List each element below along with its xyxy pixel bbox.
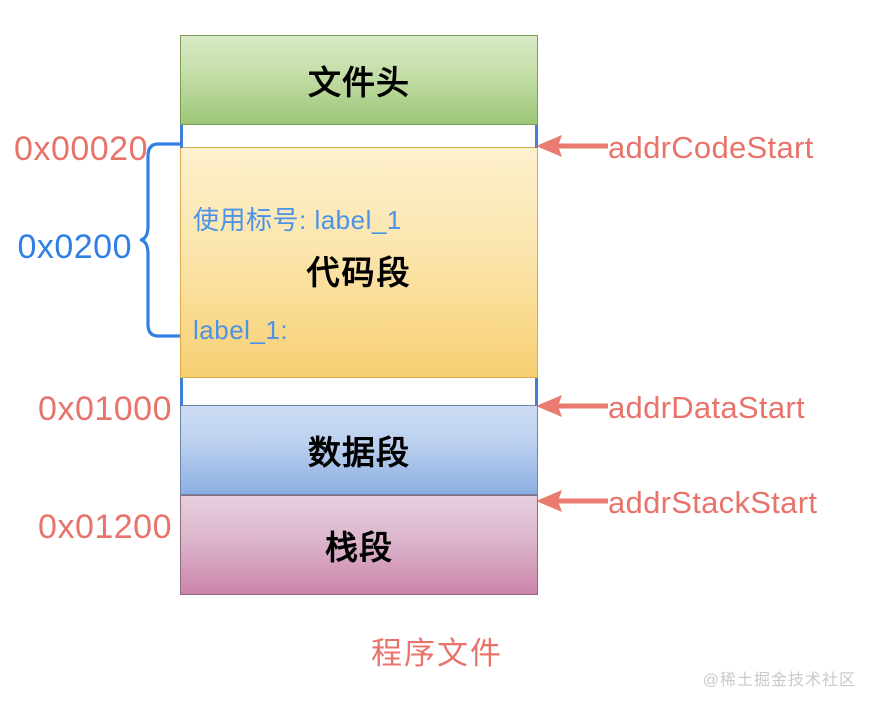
segment-label-code: 代码段 (306, 254, 412, 291)
address-label-code-start: 0x00020 (14, 130, 148, 168)
code-segment-brace-icon (140, 142, 182, 338)
boundary-tick-data-right (535, 378, 538, 406)
segment-label-file-header: 文件头 (308, 64, 410, 101)
segment-box-data: 数据段 (180, 405, 538, 495)
boundary-tick-code-right (535, 125, 538, 148)
pointer-label-addr-code-start: addrCodeStart (608, 130, 814, 165)
arrow-stack-start-icon (536, 490, 608, 512)
arrow-data-start-icon (536, 395, 608, 417)
address-label-data-start: 0x01000 (38, 390, 172, 428)
pointer-label-addr-stack-start: addrStackStart (608, 485, 818, 520)
boundary-tick-data-left (180, 378, 183, 406)
pointer-label-addr-data-start: addrDataStart (608, 390, 805, 425)
segment-box-file-header: 文件头 (180, 35, 538, 125)
arrow-code-start-icon (536, 135, 608, 157)
address-label-code-size: 0x0200 (17, 228, 132, 266)
boundary-tick-code-left (180, 125, 183, 148)
diagram-caption: 程序文件 (371, 636, 503, 671)
segment-box-stack: 栈段 (180, 495, 538, 595)
address-label-stack-start: 0x01200 (38, 508, 172, 546)
segment-label-data: 数据段 (308, 434, 410, 471)
watermark-text: @稀土掘金技术社区 (702, 672, 856, 689)
segment-label-stack: 栈段 (325, 529, 393, 566)
segment-box-code: 使用标号: label_1 代码段 label_1: (180, 147, 538, 378)
code-note-use-label: 使用标号: label_1 (193, 205, 402, 235)
code-note-label-definition: label_1: (193, 315, 289, 345)
